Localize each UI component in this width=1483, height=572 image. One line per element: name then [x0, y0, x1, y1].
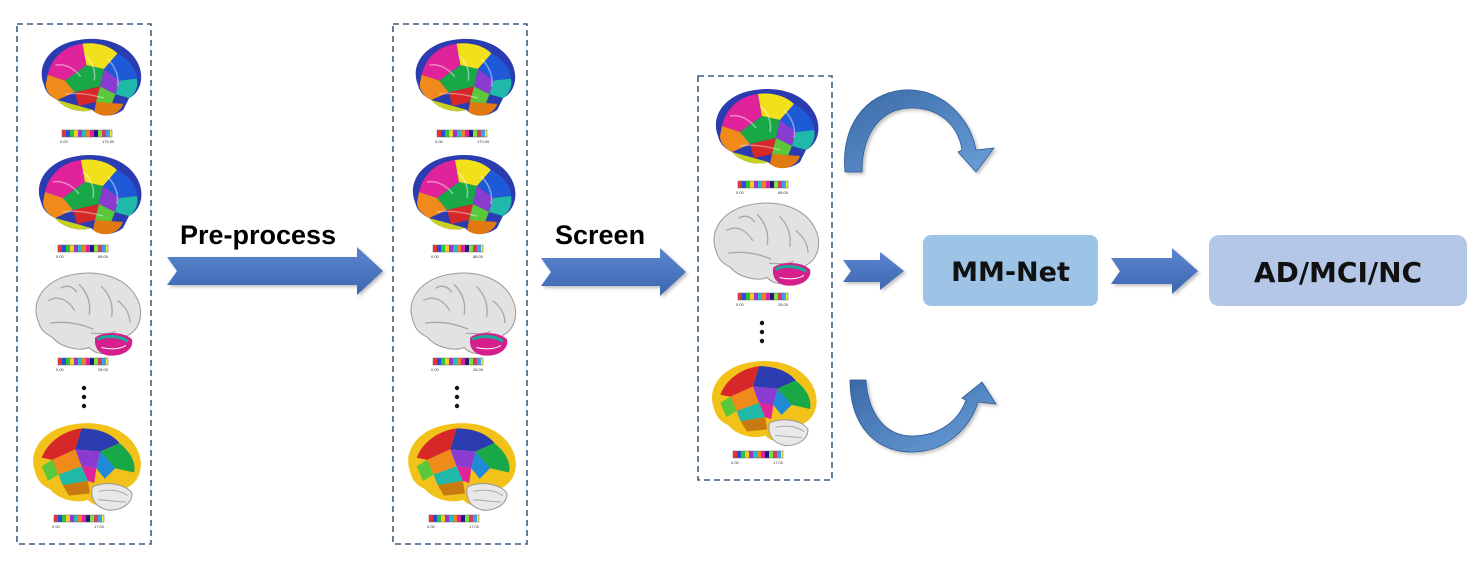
colorbar-tick-min: 0.00 — [736, 190, 745, 195]
colorbar-tick-max: 170.00 — [477, 139, 490, 144]
preprocessed-data-frame — [392, 23, 528, 545]
colorbar-tick-min: 0.00 — [435, 139, 444, 144]
colorbar-icon — [428, 514, 480, 523]
raw-data-column: 0.00 170.00 0.00 88.00 0.00 28.00 0.00 1… — [16, 23, 152, 545]
colorbar-tick-min: 0.00 — [431, 367, 440, 372]
brain-atlas-icon — [407, 422, 517, 511]
brain-atlas-icon — [32, 422, 142, 511]
arrow-right-icon — [541, 248, 686, 296]
colorbar-tick-min: 0.00 — [56, 367, 65, 372]
model-node: MM-Net — [923, 235, 1098, 306]
colorbar-tick-min: 0.00 — [56, 254, 65, 259]
colorbar-icon — [57, 357, 109, 366]
brain-cerebellum-icon — [34, 271, 143, 358]
brain-atlas-icon — [711, 360, 818, 447]
colorbar-tick-max: 88.00 — [98, 254, 109, 259]
curved-arrow-bottom — [849, 379, 997, 453]
model-label: MM-Net — [951, 257, 1070, 288]
curved-arrow-icon — [849, 379, 997, 453]
colorbar-tick-max: 88.00 — [473, 254, 484, 259]
colorbar-tick-max: 17.00 — [94, 524, 105, 529]
colorbar-icon — [732, 450, 784, 459]
model-box — [923, 235, 1098, 306]
arrow-right-icon — [1111, 248, 1198, 294]
colorbar-tick-min: 0.00 — [60, 139, 69, 144]
screen-step: Screen — [541, 220, 686, 296]
colorbar-tick-min: 0.00 — [736, 302, 745, 307]
curved-arrow-top — [844, 89, 995, 173]
colorbar-icon — [737, 292, 789, 301]
colorbar-tick-min: 0.00 — [731, 460, 740, 465]
arrow-right-icon — [167, 247, 383, 295]
colorbar-tick-max: 28.00 — [98, 367, 109, 372]
preprocess-step: Pre-process — [167, 220, 383, 295]
screened-data-frame — [697, 75, 833, 481]
brain-parcellation-icon — [412, 154, 517, 235]
curved-arrow-icon — [844, 89, 995, 173]
brain-parcellation-icon — [414, 38, 516, 117]
ellipsis-icon — [454, 385, 460, 409]
preprocessed-data-column: 0.00 170.00 0.00 88.00 0.00 28.00 0.00 1… — [392, 23, 528, 545]
colorbar-tick-min: 0.00 — [431, 254, 440, 259]
colorbar-tick-max: 170.00 — [102, 139, 115, 144]
colorbar-tick-max: 88.00 — [778, 190, 789, 195]
screen-label: Screen — [555, 220, 645, 250]
colorbar-tick-max: 28.00 — [473, 367, 484, 372]
screened-data-column: 0.00 88.00 0.00 28.00 0.00 17.00 — [697, 75, 833, 481]
output-node: AD/MCI/NC — [1209, 235, 1467, 306]
colorbar-icon — [436, 129, 488, 138]
colorbar-tick-max: 17.00 — [773, 460, 784, 465]
output-label: AD/MCI/NC — [1254, 256, 1422, 289]
colorbar-icon — [57, 244, 109, 253]
colorbar-tick-min: 0.00 — [427, 524, 436, 529]
colorbar-tick-min: 0.00 — [52, 524, 61, 529]
colorbar-icon — [432, 244, 484, 253]
brain-cerebellum-icon — [712, 201, 821, 288]
colorbar-icon — [53, 514, 105, 523]
colorbar-tick-max: 28.00 — [778, 302, 789, 307]
colorbar-tick-max: 17.00 — [469, 524, 480, 529]
colorbar-icon — [432, 357, 484, 366]
brain-parcellation-icon — [40, 38, 142, 117]
brain-parcellation-icon — [715, 88, 820, 169]
ellipsis-icon — [81, 385, 87, 409]
raw-data-frame — [16, 23, 152, 545]
preprocess-label: Pre-process — [180, 220, 336, 250]
brain-cerebellum-icon — [409, 271, 518, 358]
ellipsis-icon — [759, 320, 765, 344]
colorbar-icon — [737, 180, 789, 189]
colorbar-icon — [61, 129, 113, 138]
output-box — [1209, 235, 1467, 306]
arrow-right-icon — [843, 252, 904, 290]
brain-parcellation-icon — [38, 154, 143, 235]
